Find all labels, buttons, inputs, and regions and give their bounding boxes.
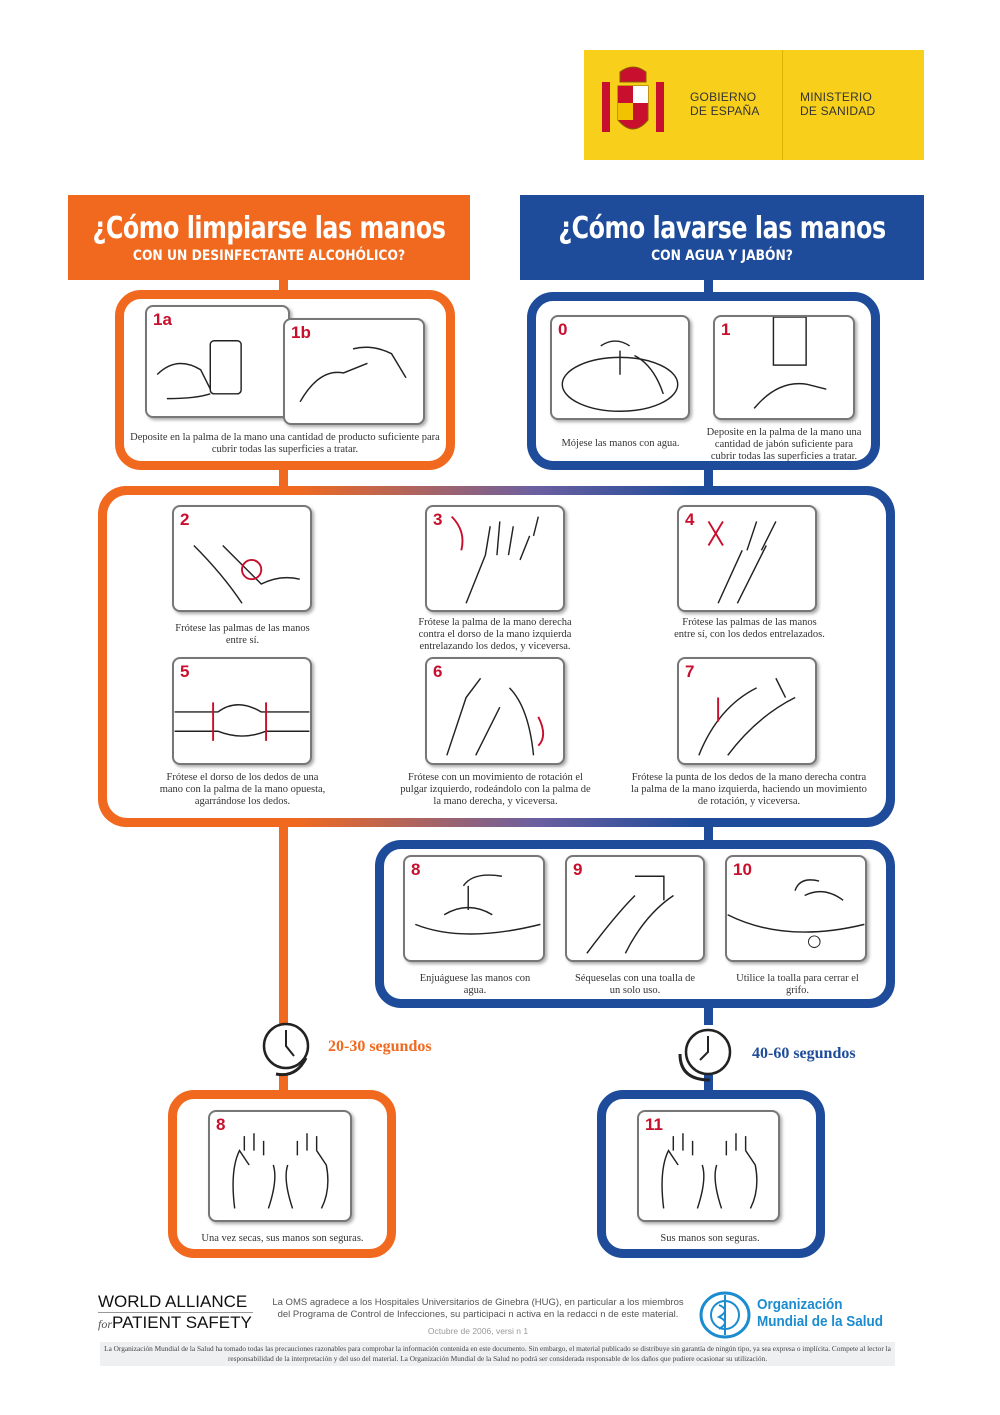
step-number: 2 — [180, 510, 190, 529]
step-1-caption: Deposite en la palma de la mano una cant… — [706, 427, 862, 462]
step-number: 1b — [291, 323, 311, 342]
step-number: 9 — [573, 860, 583, 879]
right-title: ¿Cómo lavarse las manos — [558, 211, 886, 246]
step-1ab-caption: Deposite en la palma de la mano una cant… — [130, 432, 440, 455]
step-number: 1 — [721, 320, 731, 339]
step-5-image: 5 — [172, 657, 312, 765]
step-10-caption: Utilice la toalla para cerrar el grifo. — [736, 973, 859, 996]
logo-divider — [782, 50, 783, 160]
alcohol-duration: 20-30 segundos — [328, 1038, 432, 1055]
step-number: 10 — [733, 860, 752, 879]
step-number: 0 — [558, 320, 568, 339]
step-7-image: 7 — [677, 657, 817, 765]
step-6-image: 6 — [425, 657, 565, 765]
left-title: ¿Cómo limpiarse las manos — [92, 211, 446, 246]
who-line-2: Mundial de la Salud — [757, 1313, 884, 1330]
step-8-final-caption: Una vez secas, sus manos son seguras. — [201, 1233, 364, 1244]
alliance-line-1: WORLD ALLIANCE — [98, 1292, 253, 1313]
step-number: 11 — [645, 1115, 663, 1134]
left-flow-line — [279, 825, 288, 1030]
step-8-final-image: 8 — [208, 1110, 352, 1222]
left-header: ¿Cómo limpiarse las manos CON UN DESINFE… — [68, 195, 470, 280]
min-line-1: MINISTERIO — [800, 90, 873, 104]
right-subtitle: CON AGUA Y JABÓN? — [651, 248, 793, 264]
step-4-image: 4 — [677, 505, 817, 612]
step-11-image: 11 — [637, 1110, 780, 1222]
disclaimer-text: La Organización Mundial de la Salud ha t… — [100, 1342, 895, 1366]
step-number: 3 — [433, 510, 443, 529]
step-1b-image: 1b — [283, 318, 425, 425]
step-11-caption: Sus manos son seguras. — [660, 1233, 760, 1244]
world-alliance-logo: WORLD ALLIANCE forPATIENT SAFETY — [98, 1292, 253, 1333]
step-9-caption: Séqueselas con una toalla de un solo uso… — [574, 973, 696, 996]
step-number: 6 — [433, 662, 443, 681]
step-7-caption: Frótese la punta de los dedos de la mano… — [631, 772, 867, 807]
step-2-caption: Frótese las palmas de las manos entre sí… — [175, 623, 310, 646]
step-1-image: 1 — [713, 315, 855, 420]
alliance-line-2: PATIENT SAFETY — [112, 1313, 252, 1332]
step-2-image: 2 — [172, 505, 312, 612]
step-number: 8 — [216, 1115, 226, 1134]
gov-line-1: GOBIERNO — [690, 90, 757, 104]
thanks-text: La OMS agradece a los Hospitales Univers… — [272, 1297, 684, 1320]
alliance-for: for — [98, 1317, 113, 1331]
step-5-caption: Frótese el dorso de los dedos de una man… — [159, 772, 326, 807]
left-subtitle: CON UN DESINFECTANTE ALCOHÓLICO? — [132, 248, 406, 264]
step-4-caption: Frótese las palmas de las manos entre sí… — [674, 617, 825, 640]
clock-icon-left — [262, 1022, 310, 1077]
step-8-image: 8 — [403, 855, 545, 962]
who-line-1: Organización — [757, 1296, 843, 1313]
min-line-2: DE SANIDAD — [800, 104, 876, 118]
gobierno-espana-logo: GOBIERNO DE ESPAÑA MINISTERIO DE SANIDAD — [584, 50, 924, 160]
step-3-image: 3 — [425, 505, 565, 612]
step-number: 7 — [685, 662, 695, 681]
step-number: 1a — [153, 310, 172, 329]
step-1a-image: 1a — [145, 305, 290, 418]
clock-icon-right — [678, 1028, 732, 1082]
step-10-image: 10 — [725, 855, 867, 962]
step-9-image: 9 — [565, 855, 705, 962]
step-0-image: 0 — [550, 315, 690, 420]
step-3-caption: Frótese la palma de la mano derecha cont… — [418, 617, 572, 652]
step-number: 5 — [180, 662, 190, 681]
right-header: ¿Cómo lavarse las manos CON AGUA Y JABÓN… — [520, 195, 924, 280]
version-date: Octubre de 2006, versi n 1 — [427, 1326, 529, 1336]
who-name: Organización Mundial de la Salud — [757, 1296, 883, 1330]
step-6-caption: Frótese con un movimiento de rotación el… — [400, 772, 591, 807]
step-number: 8 — [411, 860, 421, 879]
coat-of-arms-icon — [602, 66, 664, 132]
step-0-caption: Mójese las manos con agua. — [561, 438, 680, 449]
step-8-caption: Enjuáguese las manos con agua. — [419, 973, 531, 996]
step-number: 4 — [685, 510, 695, 529]
who-emblem-icon — [699, 1291, 751, 1339]
soap-duration: 40-60 segundos — [752, 1045, 856, 1062]
gov-line-2: DE ESPAÑA — [690, 104, 760, 118]
